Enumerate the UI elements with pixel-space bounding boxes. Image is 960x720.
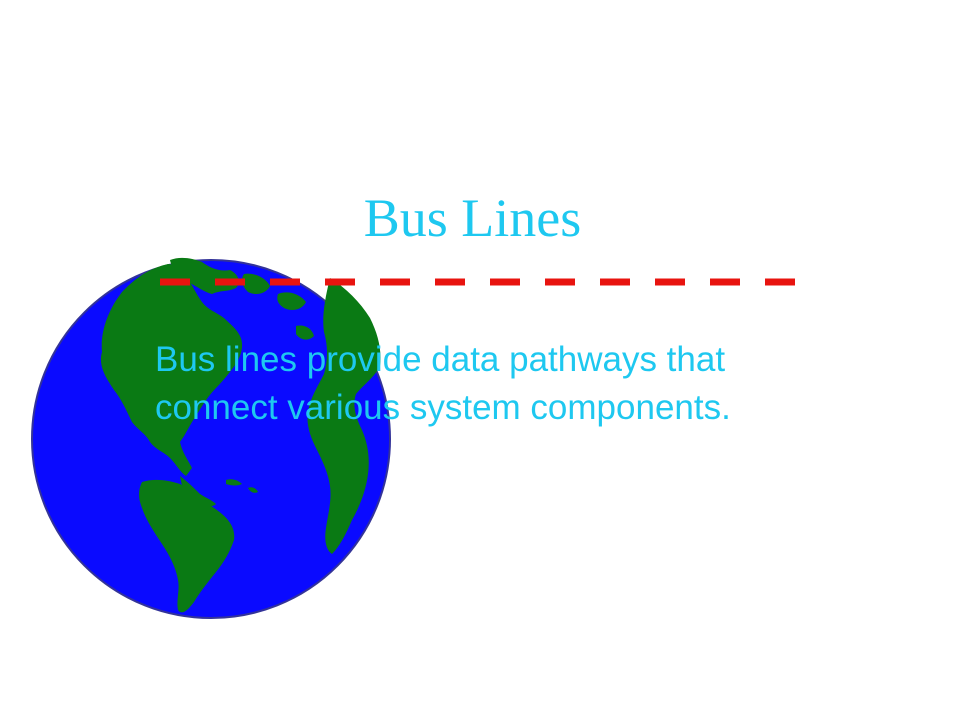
slide-title: Bus Lines (363, 188, 582, 248)
slide-body-text: Bus lines provide data pathways that con… (155, 340, 731, 427)
dashed-divider (160, 278, 820, 286)
earth-globe-icon (31, 257, 391, 619)
